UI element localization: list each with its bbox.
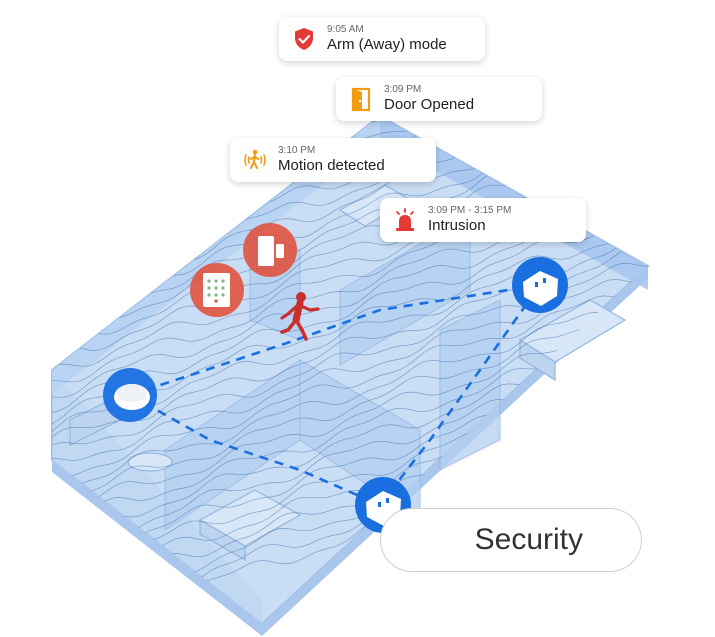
event-card-intrusion: 3:09 PM - 3:15 PM Intrusion (380, 198, 586, 242)
door-icon (351, 87, 371, 112)
security-label: Security (474, 523, 583, 556)
wave-line (52, 306, 648, 511)
event-title: Door Opened (384, 96, 475, 113)
event-title: Motion detected (278, 157, 385, 174)
signal-paths (129, 283, 542, 507)
event-card-motion: 3:10 PM Motion detected (230, 138, 436, 182)
event-time: 9:05 AM (327, 24, 364, 35)
event-card-arm: 9:05 AM Arm (Away) mode (279, 17, 485, 61)
event-time: 3:10 PM (278, 145, 316, 156)
event-time: 3:09 PM (384, 84, 422, 95)
siren-icon (396, 208, 414, 231)
shield-check-icon (295, 28, 313, 50)
event-title: Arm (Away) mode (327, 36, 447, 53)
keypad-device[interactable] (190, 263, 244, 317)
intruder-figure (280, 292, 320, 341)
event-title: Intrusion (428, 217, 486, 234)
event-time: 3:09 PM - 3:15 PM (428, 205, 512, 216)
smart-plug-right[interactable] (512, 257, 568, 313)
wave-line (52, 295, 648, 494)
door-sensor[interactable] (243, 223, 297, 277)
hub-device[interactable] (103, 368, 157, 422)
event-card-door: 3:09 PM Door Opened (336, 77, 542, 121)
wave-line (52, 285, 648, 478)
furniture (69, 184, 627, 562)
back-left-wall (52, 116, 380, 394)
wave-line (52, 316, 648, 526)
motion-person-icon (244, 149, 266, 169)
front-left-wall (52, 370, 262, 624)
security-label-pill: Security (380, 508, 642, 572)
